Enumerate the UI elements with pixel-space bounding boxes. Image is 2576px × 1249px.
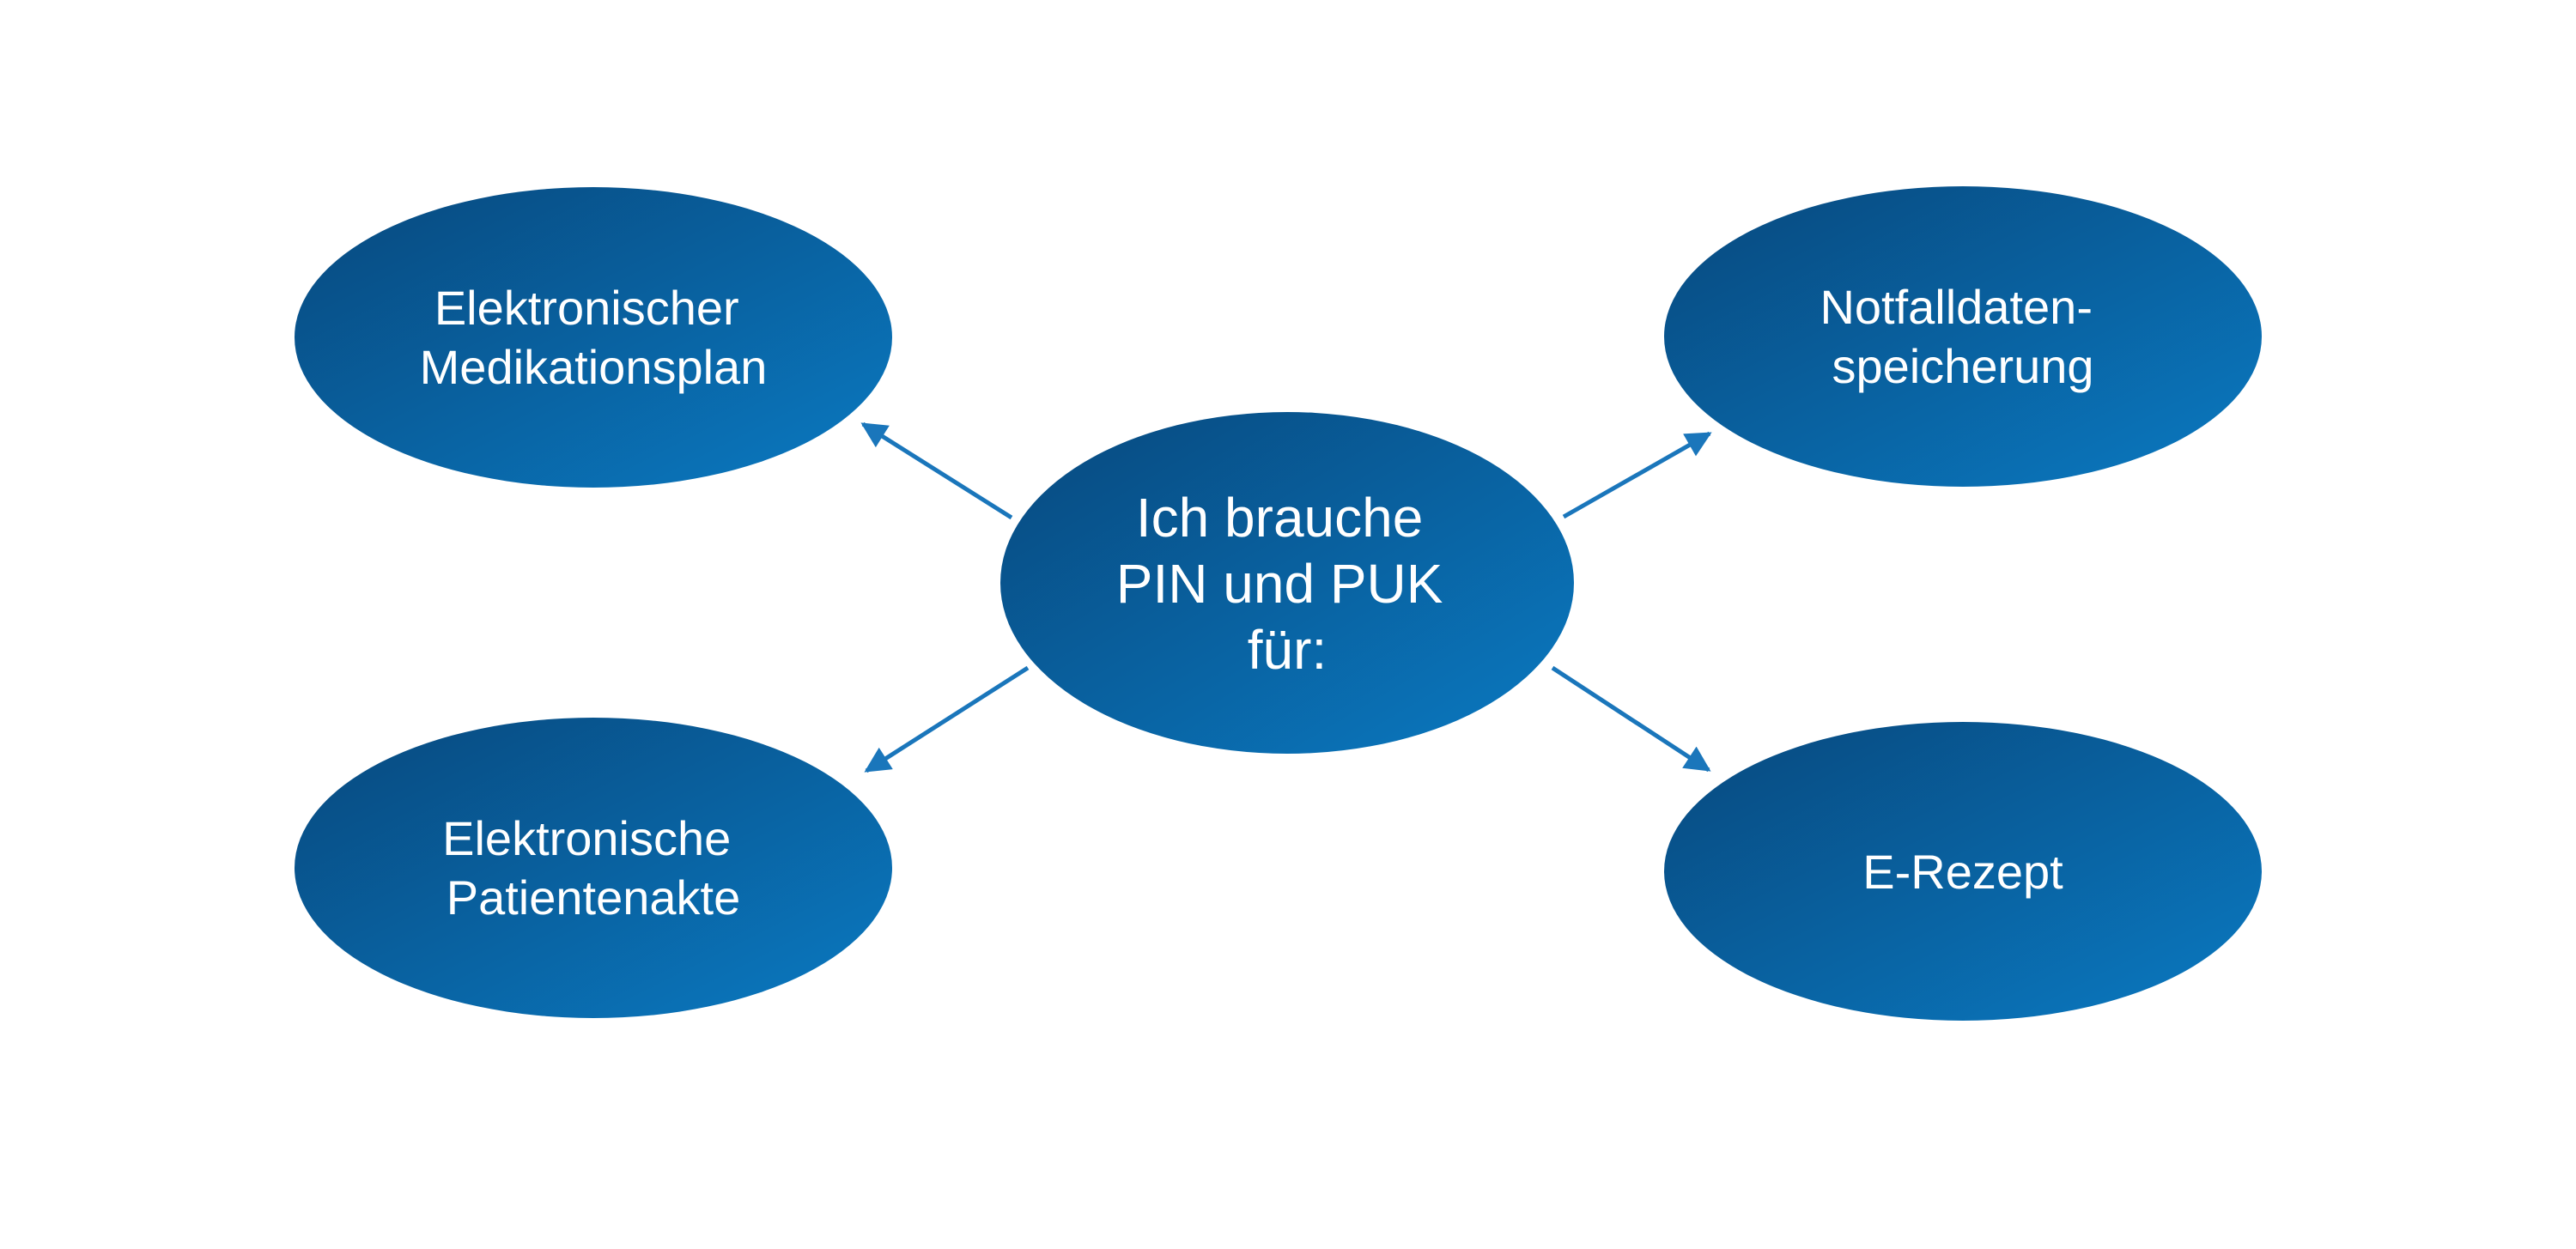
node-patientenakte-shape <box>295 718 892 1018</box>
node-medikationsplan: Elektronischer Medikationsplan <box>295 187 892 488</box>
node-center-shape <box>1000 412 1574 754</box>
arrow-to-patientenakte <box>864 665 1030 773</box>
node-erezept-shape <box>1664 722 2262 1021</box>
label-line: E-Rezept <box>1862 845 2063 899</box>
arrow-to-medikationsplan <box>860 421 1013 520</box>
node-erezept: E-Rezept <box>1664 722 2262 1021</box>
node-notfalldaten: Notfalldaten- speicherung <box>1664 186 2262 487</box>
label-line: für: <box>1248 619 1327 681</box>
node-erezept-label: E-Rezept <box>1862 845 2063 899</box>
node-center: Ich brauche PIN und PUK für: <box>1000 412 1574 754</box>
label-line: Notfalldaten- <box>1820 280 2093 334</box>
label-line: Medikationsplan <box>420 340 768 394</box>
arrow-to-notfalldaten <box>1562 431 1712 519</box>
node-notfalldaten-label: Notfalldaten- speicherung <box>1820 280 2105 393</box>
node-center-label: Ich brauche PIN und PUK für: <box>1116 487 1458 681</box>
node-patientenakte: Elektronische Patientenakte <box>295 718 892 1018</box>
label-line: Ich brauche <box>1136 487 1423 549</box>
arrow-to-erezept <box>1551 665 1711 773</box>
label-line: Patientenakte <box>447 870 740 925</box>
node-medikationsplan-shape <box>295 187 892 488</box>
label-line: speicherung <box>1832 339 2093 393</box>
node-patientenakte-label: Elektronische Patientenakte <box>442 811 744 925</box>
label-line: Elektronischer <box>434 281 739 335</box>
label-line: Elektronische <box>442 811 731 865</box>
label-line: PIN und PUK <box>1116 553 1443 615</box>
edges <box>860 421 1712 773</box>
node-notfalldaten-shape <box>1664 186 2262 487</box>
node-medikationsplan-label: Elektronischer Medikationsplan <box>420 281 768 394</box>
